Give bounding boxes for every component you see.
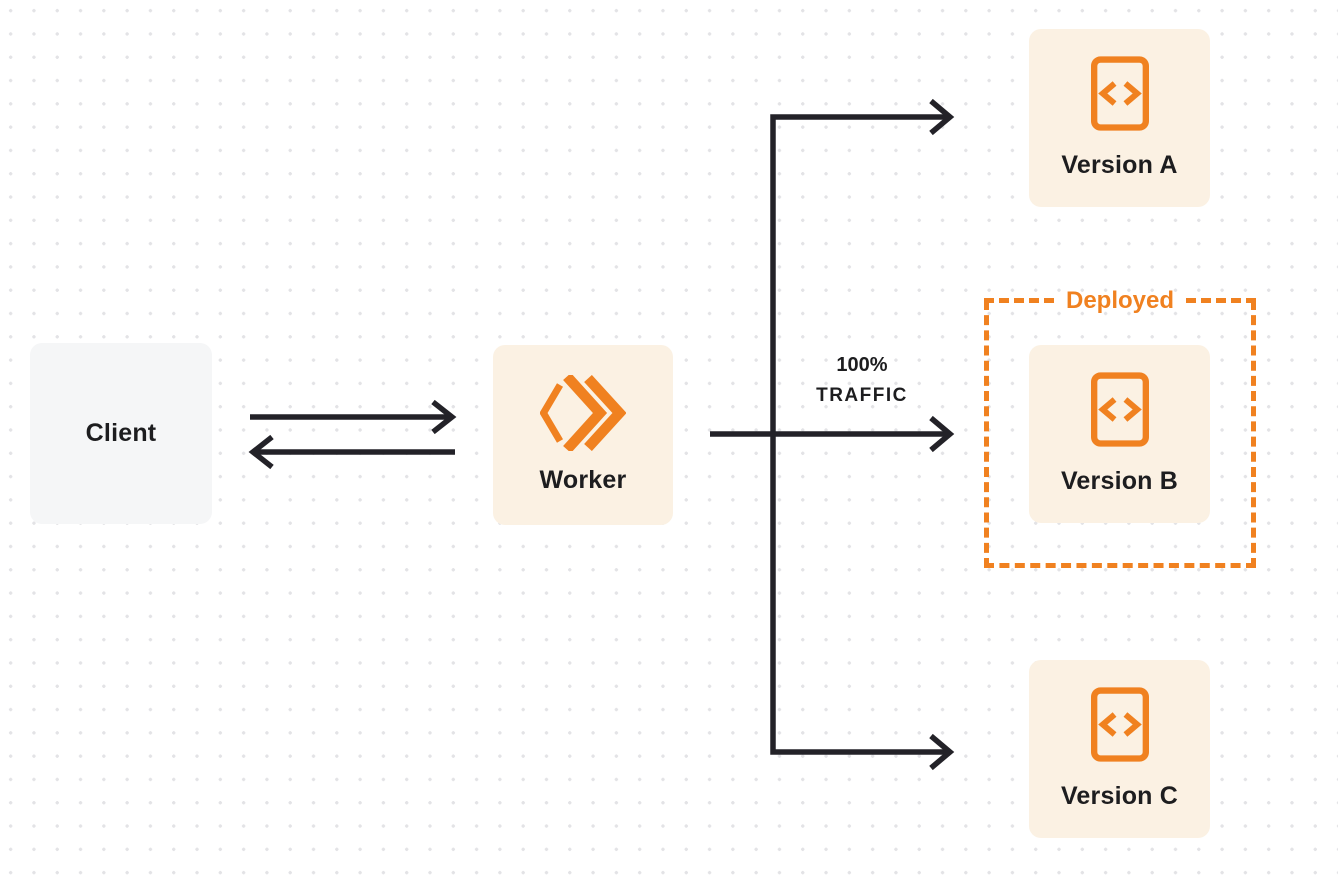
code-file-icon [1090, 372, 1149, 452]
version-b-node: Version B [1029, 345, 1210, 523]
deployed-group-top-border: Deployed [984, 287, 1256, 314]
version-c-label: Version C [1060, 782, 1179, 810]
arrow-worker-to-version-a [770, 98, 955, 755]
version-b-label: Version B [1060, 467, 1179, 495]
arrow-worker-to-client [248, 434, 455, 470]
arrow-client-to-worker [250, 399, 457, 435]
deployed-group-border [984, 300, 1256, 568]
version-a-label: Version A [1061, 151, 1178, 179]
cloudflare-workers-icon [539, 372, 627, 456]
arrow-worker-to-version-b [710, 415, 955, 453]
client-node: Client [30, 343, 212, 524]
dashed-border-segment [984, 298, 1054, 303]
worker-label: Worker [539, 466, 627, 494]
version-c-node: Version C [1029, 660, 1210, 838]
code-file-icon [1090, 56, 1149, 136]
dashed-border-segment [1186, 298, 1256, 303]
traffic-word: TRAFFIC [816, 385, 908, 406]
version-a-node: Version A [1029, 29, 1210, 207]
worker-node: Worker [493, 345, 673, 525]
code-file-icon [1090, 687, 1149, 767]
traffic-label: 100% TRAFFIC [786, 350, 938, 412]
arrow-worker-to-version-c [929, 733, 955, 771]
deployed-label: Deployed [1065, 286, 1175, 314]
deployed-group: Deployed [984, 287, 1256, 568]
client-label: Client [85, 419, 157, 447]
traffic-percent: 100% [836, 354, 888, 376]
